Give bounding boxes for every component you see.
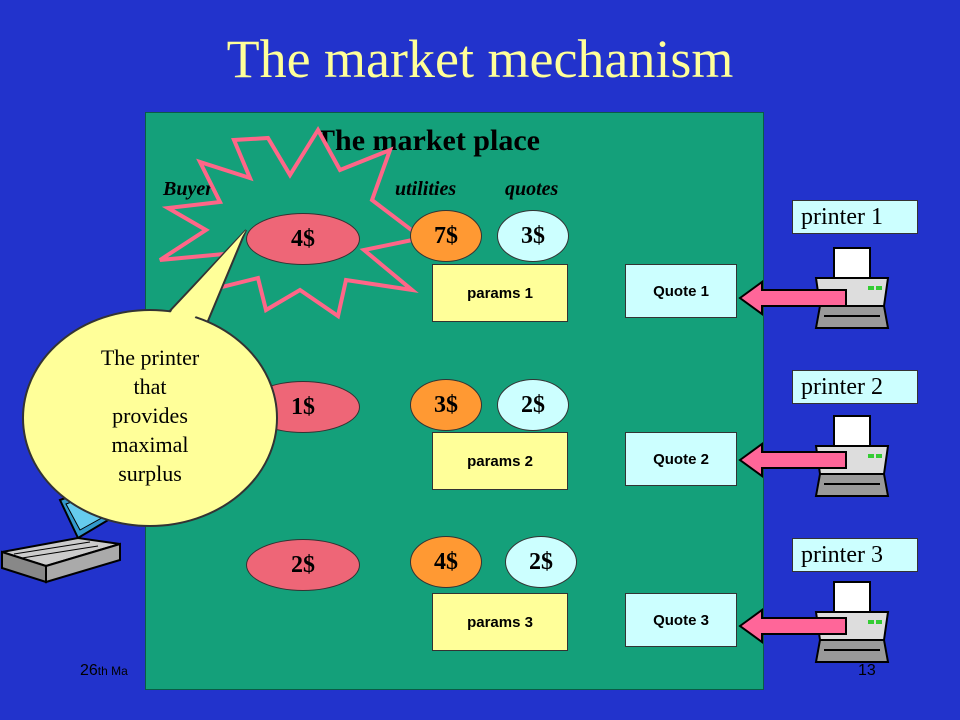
callout-line: provides bbox=[112, 403, 188, 428]
quote-box-3: Quote 3 bbox=[625, 593, 737, 647]
arrow-left-icon bbox=[738, 280, 847, 316]
printer-label-3: printer 3 bbox=[792, 538, 918, 572]
params-box-2: params 2 bbox=[432, 432, 568, 490]
arrow-left-icon bbox=[738, 608, 847, 644]
utility-oval-3: 4$ bbox=[410, 536, 482, 588]
footer-date: 26th Ma bbox=[80, 662, 128, 679]
header-utilities: utilities bbox=[395, 178, 457, 200]
utility-oval-1: 7$ bbox=[410, 210, 482, 262]
slide-title: The market mechanism bbox=[226, 29, 734, 89]
printer-label-2: printer 2 bbox=[792, 370, 918, 404]
quote-box-2: Quote 2 bbox=[625, 432, 737, 486]
printer-icon bbox=[814, 415, 890, 497]
callout-line: The printer bbox=[100, 345, 200, 370]
quote-oval-1: 3$ bbox=[497, 210, 569, 262]
params-box-3: params 3 bbox=[432, 593, 568, 651]
page-number: 13 bbox=[858, 662, 876, 679]
quote-oval-2: 2$ bbox=[497, 379, 569, 431]
surplus-oval-1: 4$ bbox=[246, 213, 360, 265]
arrow-left-icon bbox=[738, 442, 847, 478]
quote-box-1: Quote 1 bbox=[625, 264, 737, 318]
callout-line: that bbox=[133, 374, 167, 399]
utility-oval-2: 3$ bbox=[410, 379, 482, 431]
params-box-1: params 1 bbox=[432, 264, 568, 322]
header-quotes: quotes bbox=[505, 178, 559, 200]
callout-text: The printer that provides maximal surplu… bbox=[36, 343, 264, 488]
surplus-oval-3: 2$ bbox=[246, 539, 360, 591]
callout-line: surplus bbox=[118, 461, 182, 486]
quote-oval-3: 2$ bbox=[505, 536, 577, 588]
market-place-title: The market place bbox=[315, 124, 540, 157]
printer-label-1: printer 1 bbox=[792, 200, 918, 234]
callout-line: maximal bbox=[111, 432, 189, 457]
callout-bubble bbox=[22, 229, 278, 527]
printer-icon bbox=[814, 581, 890, 663]
